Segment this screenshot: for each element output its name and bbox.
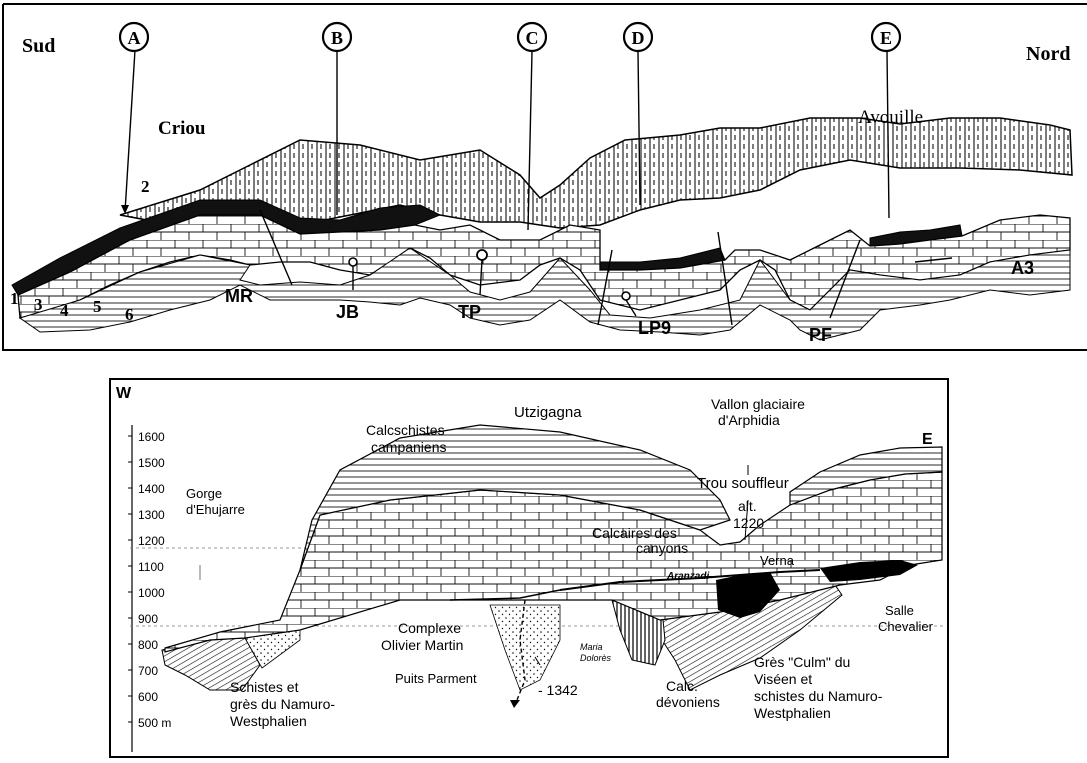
cave-label-pf: PF	[809, 325, 832, 345]
scale-label-900: 900	[138, 612, 158, 626]
label-utzigagna: Utzigagna	[514, 404, 582, 421]
scale-label-1500: 1500	[138, 456, 165, 470]
cave-label-tp: TP	[458, 302, 481, 322]
label-maria-1: Maria	[580, 642, 603, 652]
scale-label-500: 500 m	[138, 716, 171, 730]
svg-text:A: A	[128, 28, 141, 48]
scale-label-1600: 1600	[138, 430, 165, 444]
cave-label-mr: MR	[225, 286, 253, 306]
label-calcschistes-2: campaniens	[371, 439, 447, 455]
label-complexe-1: Complexe	[398, 620, 461, 636]
label-calc-dev-2: dévoniens	[656, 694, 720, 710]
layer-number-2: 2	[141, 177, 150, 196]
svg-text:B: B	[331, 28, 343, 48]
label-gres-culm-4: Westphalien	[754, 705, 831, 721]
scale-label-700: 700	[138, 664, 158, 678]
scale-label-800: 800	[138, 638, 158, 652]
label-gres-culm-1: Grès "Culm" du	[754, 654, 850, 670]
label-salle-2: Chevalier	[878, 619, 934, 634]
label-trou-souffleur: Trou souffleur	[697, 475, 789, 492]
layer-number-5: 5	[93, 297, 102, 316]
svg-text:E: E	[880, 28, 892, 48]
scale-label-1000: 1000	[138, 586, 165, 600]
label-depth: - 1342	[538, 682, 578, 698]
top-cross-section: A B C D E Sud Nord Criou Avouille 1 3 4 …	[3, 4, 1087, 350]
svg-text:C: C	[526, 28, 539, 48]
label-calcschistes-1: Calcschistes	[366, 422, 445, 438]
cave-label-a3: A3	[1011, 258, 1034, 278]
scale-label-1100: 1100	[138, 560, 164, 574]
label-calcaires-2: canyons	[636, 540, 688, 556]
cave-label-jb: JB	[336, 302, 359, 322]
label-verna: Verna	[760, 553, 795, 568]
label-aranzadi: Aranzadi	[666, 571, 709, 582]
label-complexe-2: Olivier Martin	[381, 637, 463, 653]
layer-number-6: 6	[125, 305, 134, 324]
label-sud: Sud	[22, 35, 55, 57]
scale-label-1300: 1300	[138, 508, 165, 522]
label-gres-culm-3: schistes du Namuro-	[754, 688, 883, 704]
corner-w: W	[116, 385, 132, 402]
scale-label-600: 600	[138, 690, 158, 704]
label-alt-value: 1220	[733, 515, 764, 531]
label-calcaires-1: Calcaires des	[592, 525, 677, 541]
svg-text:D: D	[632, 28, 645, 48]
bottom-cross-section: 1600 1500 1400 1300 1200 1100 1000 900 8…	[110, 379, 948, 757]
label-puits-parment: Puits Parment	[395, 671, 477, 686]
label-calc-dev-1: Calc.	[666, 678, 698, 694]
section-marker-c: C	[518, 23, 546, 51]
section-marker-a: A	[120, 23, 148, 51]
label-criou: Criou	[158, 118, 206, 139]
section-marker-d: D	[624, 23, 652, 51]
section-marker-e: E	[872, 23, 900, 51]
section-marker-b: B	[323, 23, 351, 51]
label-gorge-2: d'Ehujarre	[186, 502, 245, 517]
label-salle-1: Salle	[885, 603, 914, 618]
label-schistes-2: grès du Namuro-	[230, 696, 335, 712]
scale-label-1400: 1400	[138, 482, 165, 496]
label-gorge-1: Gorge	[186, 486, 222, 501]
label-nord: Nord	[1026, 43, 1070, 65]
label-vallon-1: Vallon glaciaire	[711, 396, 805, 412]
label-schistes-1: Schistes et	[230, 679, 299, 695]
label-alt: alt.	[738, 498, 757, 514]
layer-number-3: 3	[34, 295, 43, 314]
layer-number-4: 4	[60, 301, 69, 320]
label-schistes-3: Westphalien	[230, 713, 307, 729]
layer-number-1: 1	[10, 289, 19, 308]
label-vallon-2: d'Arphidia	[718, 412, 780, 428]
scale-label-1200: 1200	[138, 534, 165, 548]
corner-e: E	[922, 431, 933, 448]
label-avouille: Avouille	[858, 107, 923, 128]
cave-label-lp9: LP9	[638, 318, 671, 338]
label-gres-culm-2: Viséen et	[754, 671, 812, 687]
label-maria-2: Dolorès	[580, 653, 612, 663]
